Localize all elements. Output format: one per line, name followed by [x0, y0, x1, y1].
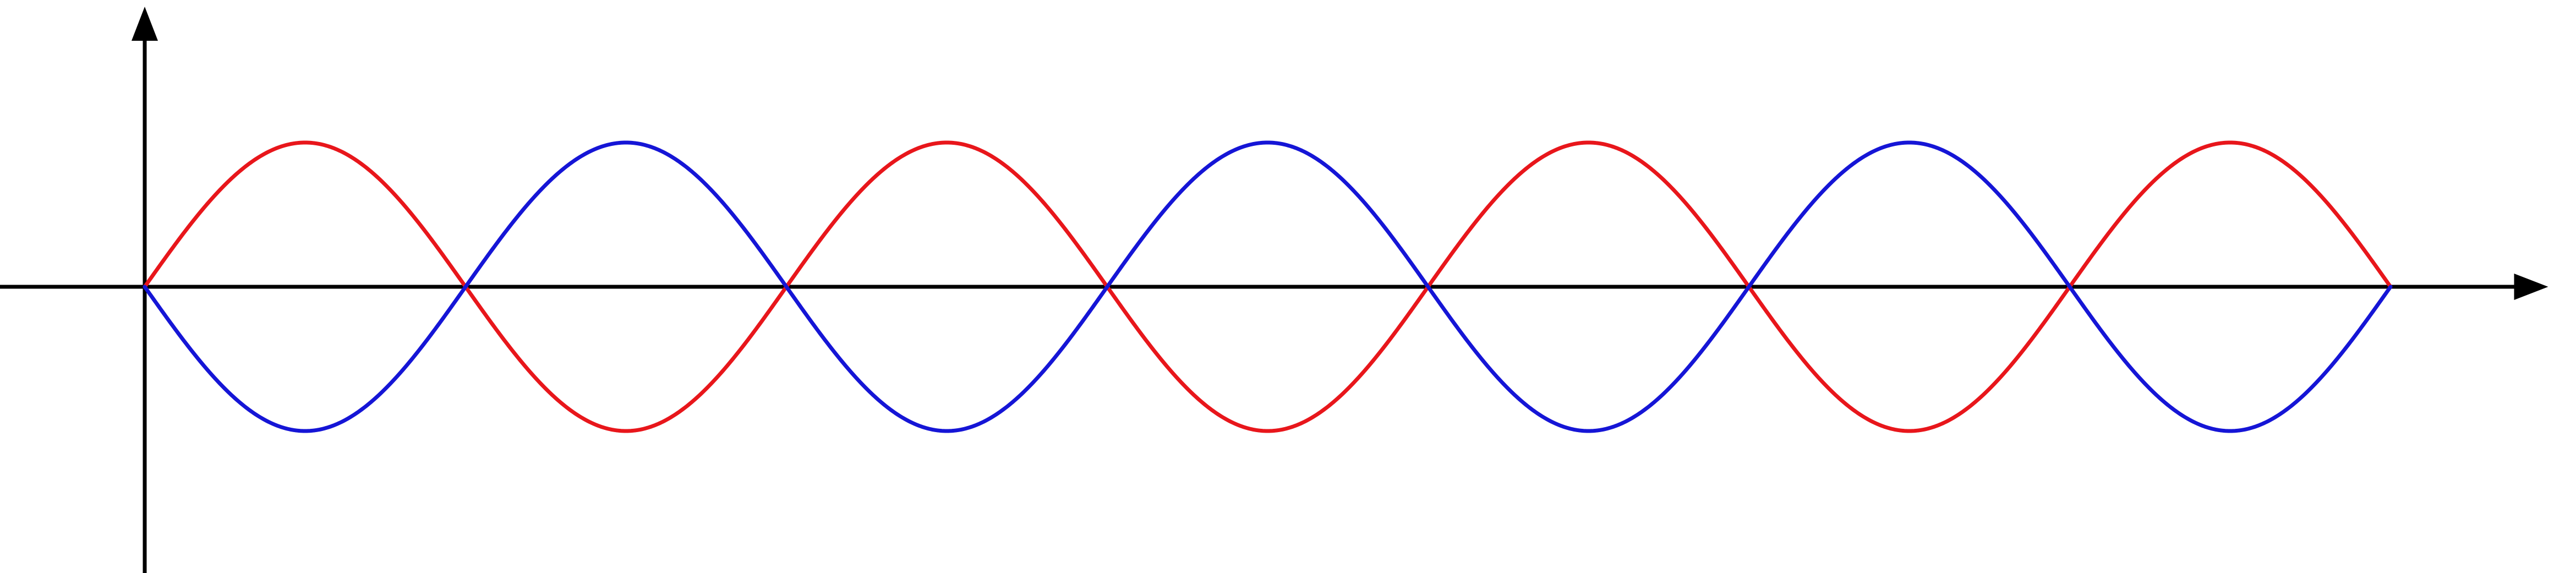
axes-group — [0, 7, 2548, 573]
series-group — [143, 140, 2393, 433]
series-line-2 — [143, 140, 2393, 433]
y-axis-arrow-icon — [132, 7, 158, 41]
series-line-1 — [143, 140, 2393, 433]
x-axis-arrow-icon — [2514, 274, 2548, 300]
